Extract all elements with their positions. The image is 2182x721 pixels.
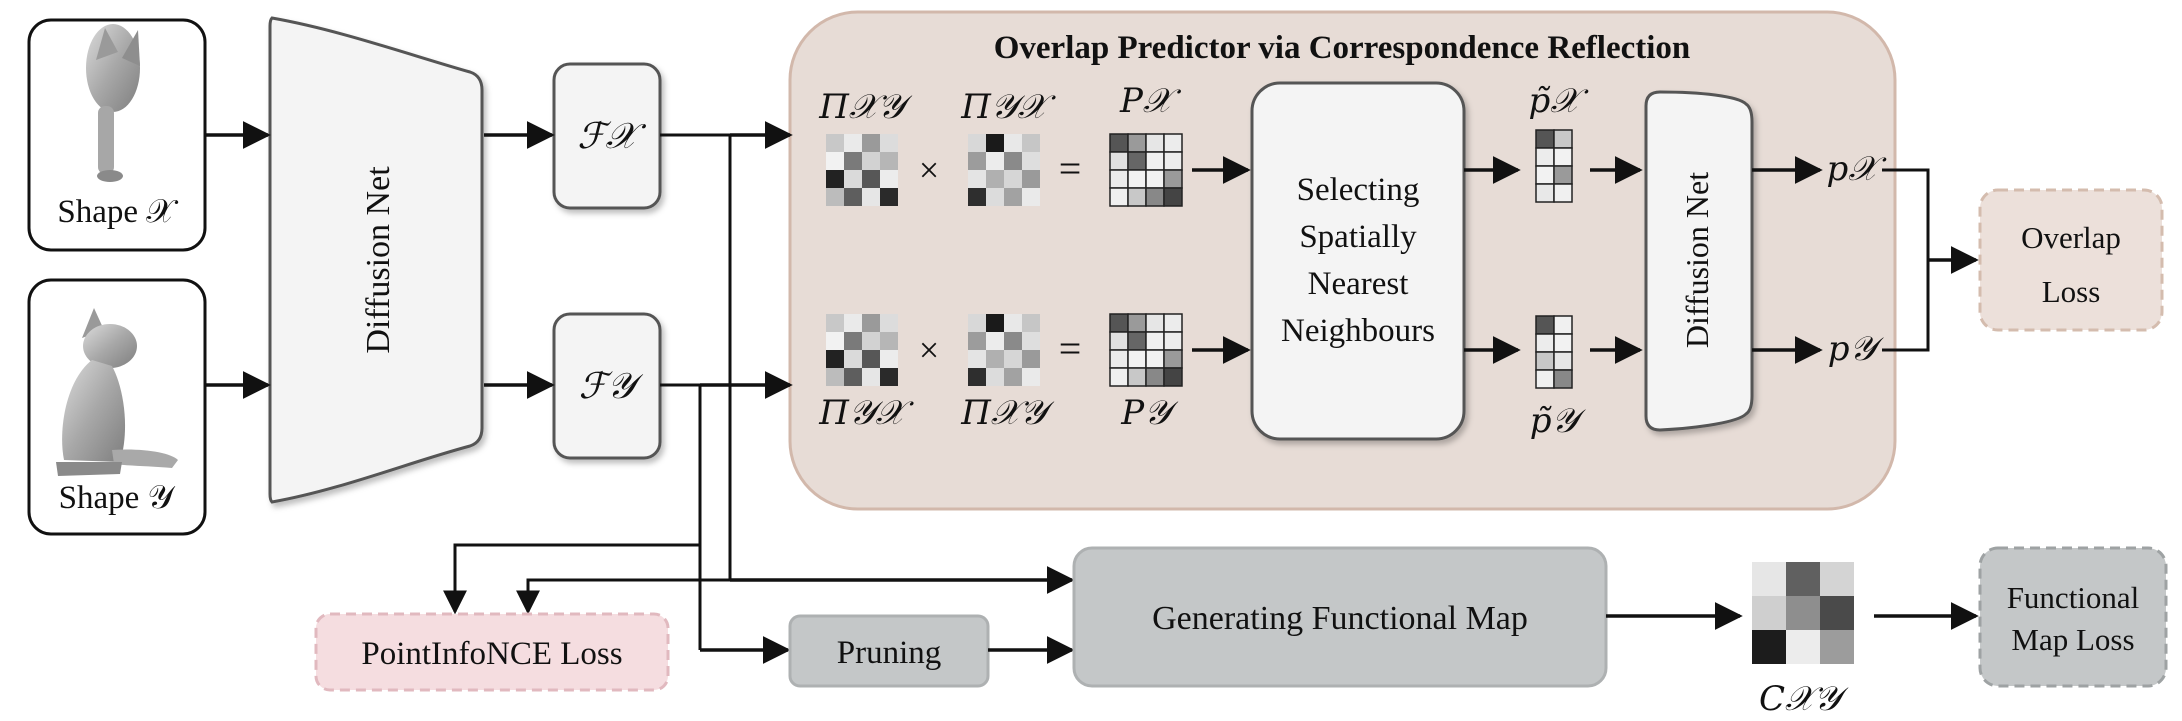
pi-yx-bottom-label: Π𝒴𝒳 xyxy=(818,393,914,433)
shape-x-box: Shape 𝒳 xyxy=(27,18,207,252)
p-x-matrix-label: P𝒳 xyxy=(1119,81,1182,121)
cxy-matrix xyxy=(1752,562,1854,664)
pi-xy-bottom-label: Π𝒳𝒴 xyxy=(960,393,1055,433)
equals-top: = xyxy=(1059,146,1082,191)
equals-bottom: = xyxy=(1059,326,1082,371)
selector-box xyxy=(1250,81,1466,441)
p-x-matrix xyxy=(1109,133,1183,207)
pi-xy-top-label: Π𝒳𝒴 xyxy=(818,87,913,127)
px-to-overlap-connector xyxy=(1882,168,1930,260)
p-y-matrix-label: P𝒴 xyxy=(1120,393,1179,433)
shape-y-image xyxy=(56,308,178,476)
pi-yx-top-label: Π𝒴𝒳 xyxy=(960,87,1056,127)
overlap-predictor-title: Overlap Predictor via Correspondence Ref… xyxy=(994,30,1691,66)
py-to-overlap-connector xyxy=(1882,260,1930,352)
times-bottom: × xyxy=(919,330,939,370)
generating-functional-map-label: Generating Functional Map xyxy=(1152,600,1528,637)
shape-y-box: Shape 𝒴 xyxy=(27,278,207,536)
arrow-fy-to-pointinfonce-left xyxy=(443,543,700,615)
functional-map-loss-box xyxy=(1978,546,2168,688)
pruning-label: Pruning xyxy=(837,635,942,671)
p-y-output-label: p𝒴 xyxy=(1828,329,1885,369)
diffusion-net-encoder-label: Diffusion Net xyxy=(360,166,397,354)
overlap-loss-line2: Loss xyxy=(2042,274,2101,309)
functional-map-loss-line1: Functional xyxy=(2007,580,2140,615)
pointinfonce-loss-label: PointInfoNCE Loss xyxy=(361,636,622,672)
p-tilde-y-matrix xyxy=(1535,315,1573,389)
p-tilde-x-matrix xyxy=(1535,129,1573,203)
selector-line-2: Spatially xyxy=(1299,219,1417,255)
selector-line-1: Selecting xyxy=(1297,172,1420,208)
p-tilde-x-label: p̃𝒳 xyxy=(1528,81,1589,121)
inner-diffusion-net-label: Diffusion Net xyxy=(1679,172,1715,348)
pointinfonce-loss-box xyxy=(314,612,670,692)
pi-xy-top-matrix xyxy=(826,134,898,206)
feature-fy-label: ℱ𝒴 xyxy=(579,366,644,407)
p-y-matrix xyxy=(1109,313,1183,387)
functional-map-loss-line2: Map Loss xyxy=(2011,622,2134,657)
shape-x-label: Shape 𝒳 xyxy=(57,194,178,230)
overlap-loss-line1: Overlap xyxy=(2021,220,2121,255)
inner-diffusion-net: Diffusion Net xyxy=(1644,90,1754,432)
cxy-label: C𝒳𝒴 xyxy=(1759,679,1849,719)
shape-y-label: Shape 𝒴 xyxy=(59,480,176,516)
feature-fx-label: ℱ𝒳 xyxy=(577,116,646,157)
shape-x-image xyxy=(86,24,140,182)
p-x-output-label: p𝒳 xyxy=(1826,149,1887,189)
diffusion-net-encoder: Diffusion Net xyxy=(268,16,484,504)
p-tilde-y-label: p̃𝒴 xyxy=(1530,401,1587,441)
pi-yx-bottom-matrix xyxy=(826,314,898,386)
feature-connectors xyxy=(660,133,732,650)
selector-line-4: Neighbours xyxy=(1281,313,1435,349)
pi-yx-top-matrix xyxy=(968,134,1040,206)
overlap-loss-box xyxy=(1978,188,2164,332)
arrow-fx-to-pointinfonce-right xyxy=(516,578,730,615)
times-top: × xyxy=(919,150,939,190)
pi-xy-bottom-matrix xyxy=(968,314,1040,386)
selector-line-3: Nearest xyxy=(1308,266,1409,302)
